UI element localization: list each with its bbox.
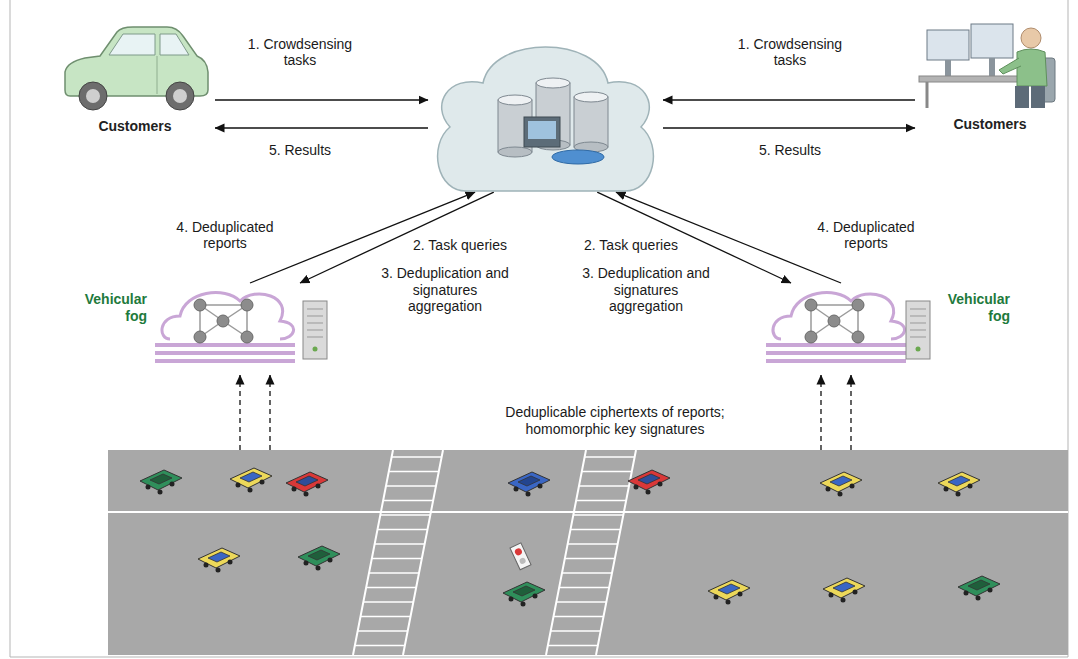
node-label: Customers (915, 116, 1065, 133)
node-label: Customers (55, 118, 215, 135)
upload-arrow (850, 375, 851, 450)
cloud-server (428, 5, 663, 195)
flow-arrow (663, 127, 915, 128)
frame-line (10, 0, 1068, 657)
node-label: Vehicular fog (938, 291, 1010, 324)
road-band-illustration (108, 450, 1068, 655)
step-label: 4. Deduplicated reports (167, 219, 284, 252)
step-label: 5. Results (234, 142, 366, 159)
vehicular-fog: Vehicular fog (756, 283, 1016, 375)
customer-operator: Customers (915, 8, 1065, 143)
node-label: Vehicular fog (75, 291, 147, 324)
step-label: 3. Deduplication and signatures aggregat… (373, 265, 517, 315)
step-label: 1. Crowdsensing tasks (234, 36, 366, 69)
step-label: 5. Results (724, 142, 856, 159)
upload-arrow (239, 375, 240, 450)
cloud-server-illustration (428, 5, 663, 195)
customer-car: Customers (55, 10, 215, 145)
road-band: Deduplicable ciphertexts of reports; hom… (108, 450, 1068, 655)
step-label: 1. Crowdsensing tasks (724, 36, 856, 69)
flow-arrow (663, 99, 915, 100)
upload-arrow (269, 375, 270, 450)
step-label: 2. Task queries (575, 237, 687, 254)
flow-arrow (215, 127, 428, 128)
flow-arrow (215, 99, 428, 100)
step-label: 4. Deduplicated reports (808, 219, 925, 252)
vehicular-fog: Vehicular fog (75, 283, 335, 375)
upload-arrow (820, 375, 821, 450)
step-label: 3. Deduplication and signatures aggregat… (574, 265, 718, 315)
step-label: 2. Task queries (404, 237, 516, 254)
band-caption: Deduplicable ciphertexts of reports; hom… (485, 404, 745, 437)
